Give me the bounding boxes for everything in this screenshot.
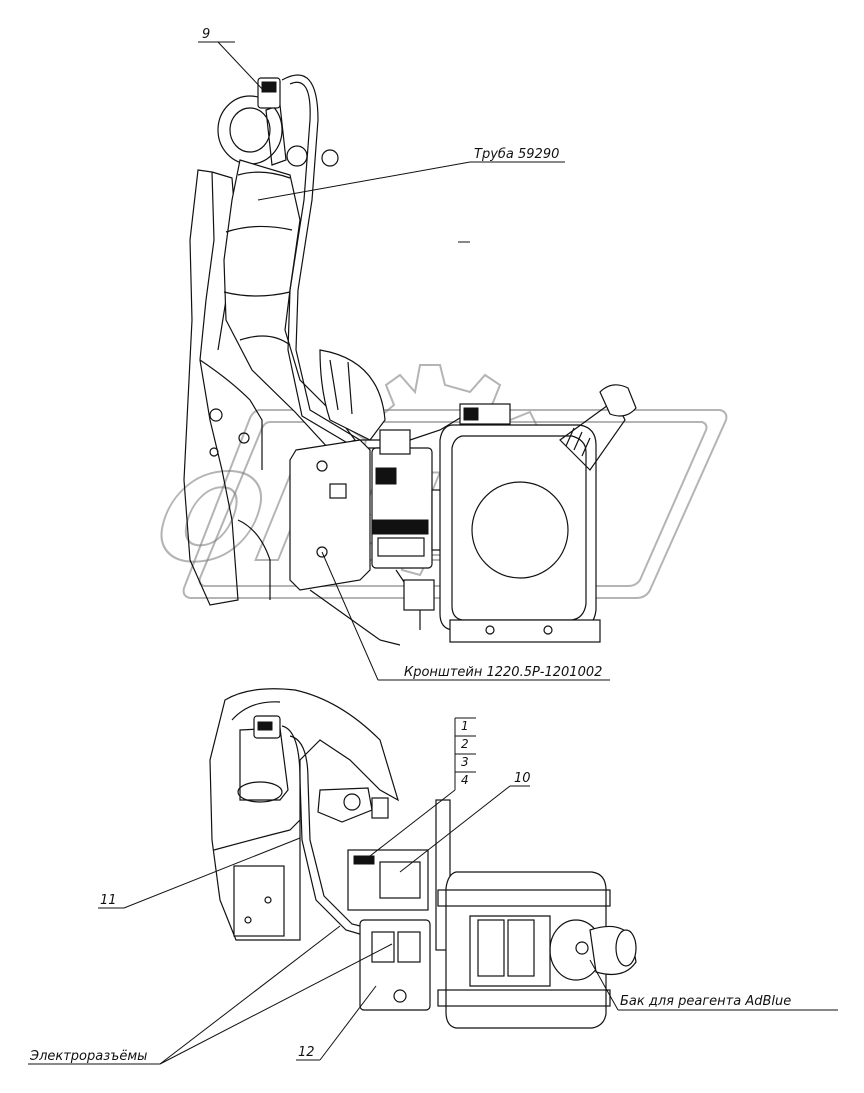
frame-rail [183, 169, 239, 606]
callout-tank: Бак для реагента AdBlue [620, 994, 791, 1009]
reagent-hose-lower [281, 725, 381, 941]
callout-1: 1 [461, 719, 469, 733]
watermark-frame-outer [182, 409, 728, 599]
callout-3: 3 [461, 755, 469, 769]
callout-2: 2 [461, 737, 469, 751]
callout-bracket: Кронштейн 1220.5Р-1201002 [404, 665, 602, 680]
reagent-hose [281, 74, 390, 441]
lower-assembly [28, 688, 838, 1065]
pump-lower [347, 799, 451, 1011]
upper-assembly [183, 41, 637, 681]
callout-9: 9 [202, 27, 210, 42]
watermark-frame-inner [198, 421, 708, 587]
callout-connectors: Электроразъёмы [29, 1049, 147, 1064]
callout-pipe: Труба 59290 [474, 147, 559, 162]
labels: 9 Труба 59290 Кронштейн 1220.5Р-1201002 … [29, 27, 791, 1064]
callout-4: 4 [461, 773, 469, 787]
callout-11: 11 [100, 893, 117, 908]
watermark: OPEX [144, 364, 728, 599]
adblue-tank-lower [437, 871, 637, 1029]
exhaust-pipe [217, 77, 356, 451]
callout-10: 10 [514, 771, 531, 786]
callout-12: 12 [298, 1045, 315, 1060]
adblue-tank-upper [409, 384, 637, 643]
pump-bracket [289, 429, 449, 646]
